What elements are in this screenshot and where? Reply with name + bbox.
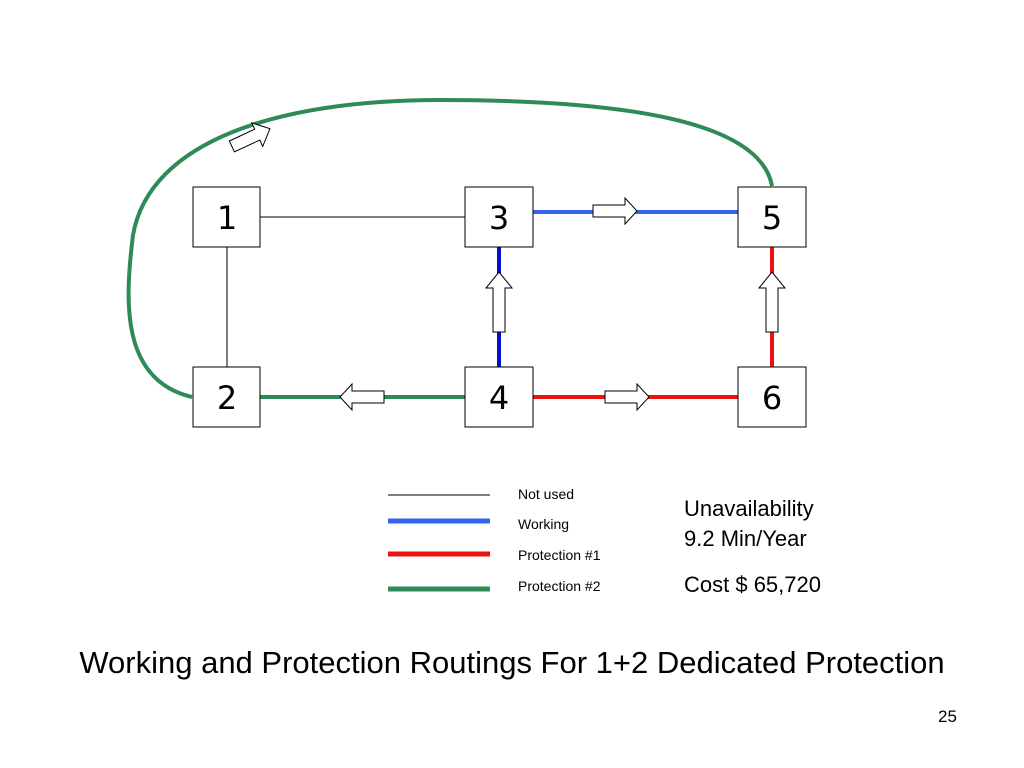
unavailability-value: 9.2 Min/Year (684, 526, 807, 551)
node-1-label: 1 (217, 199, 237, 237)
right-arrow-icon (604, 382, 650, 412)
node-3-label: 3 (489, 199, 509, 237)
legend-label-not-used: Not used (518, 486, 574, 502)
node-4-label: 4 (489, 379, 509, 417)
node-1: 1 (192, 186, 261, 248)
legend-label-protection-2: Protection #2 (518, 578, 601, 594)
slide-caption: Working and Protection Routings For 1+2 … (79, 645, 945, 680)
node-5-label: 5 (762, 199, 782, 237)
unavailability-label: Unavailability (684, 496, 814, 521)
link-2-5-protection-2 (126, 97, 774, 399)
node-2-label: 2 (217, 379, 237, 417)
page-number: 25 (938, 707, 957, 726)
node-4: 4 (464, 366, 534, 428)
node-6: 6 (737, 366, 807, 428)
right-arrow-icon (592, 196, 638, 226)
diagonal-arrow-icon (228, 122, 271, 153)
legend-label-protection-1: Protection #1 (518, 547, 601, 563)
cost-value: Cost $ 65,720 (684, 572, 821, 597)
node-6-label: 6 (762, 379, 782, 417)
legend: Not used Working Protection #1 Protectio… (388, 486, 601, 594)
left-arrow-icon (339, 382, 385, 412)
up-arrow-icon (757, 271, 787, 333)
legend-label-working: Working (518, 516, 569, 532)
node-5: 5 (737, 186, 807, 248)
node-2: 2 (192, 366, 261, 428)
node-3: 3 (464, 186, 534, 248)
stats-panel: Unavailability 9.2 Min/Year Cost $ 65,72… (684, 494, 821, 600)
up-arrow-icon (484, 271, 514, 333)
